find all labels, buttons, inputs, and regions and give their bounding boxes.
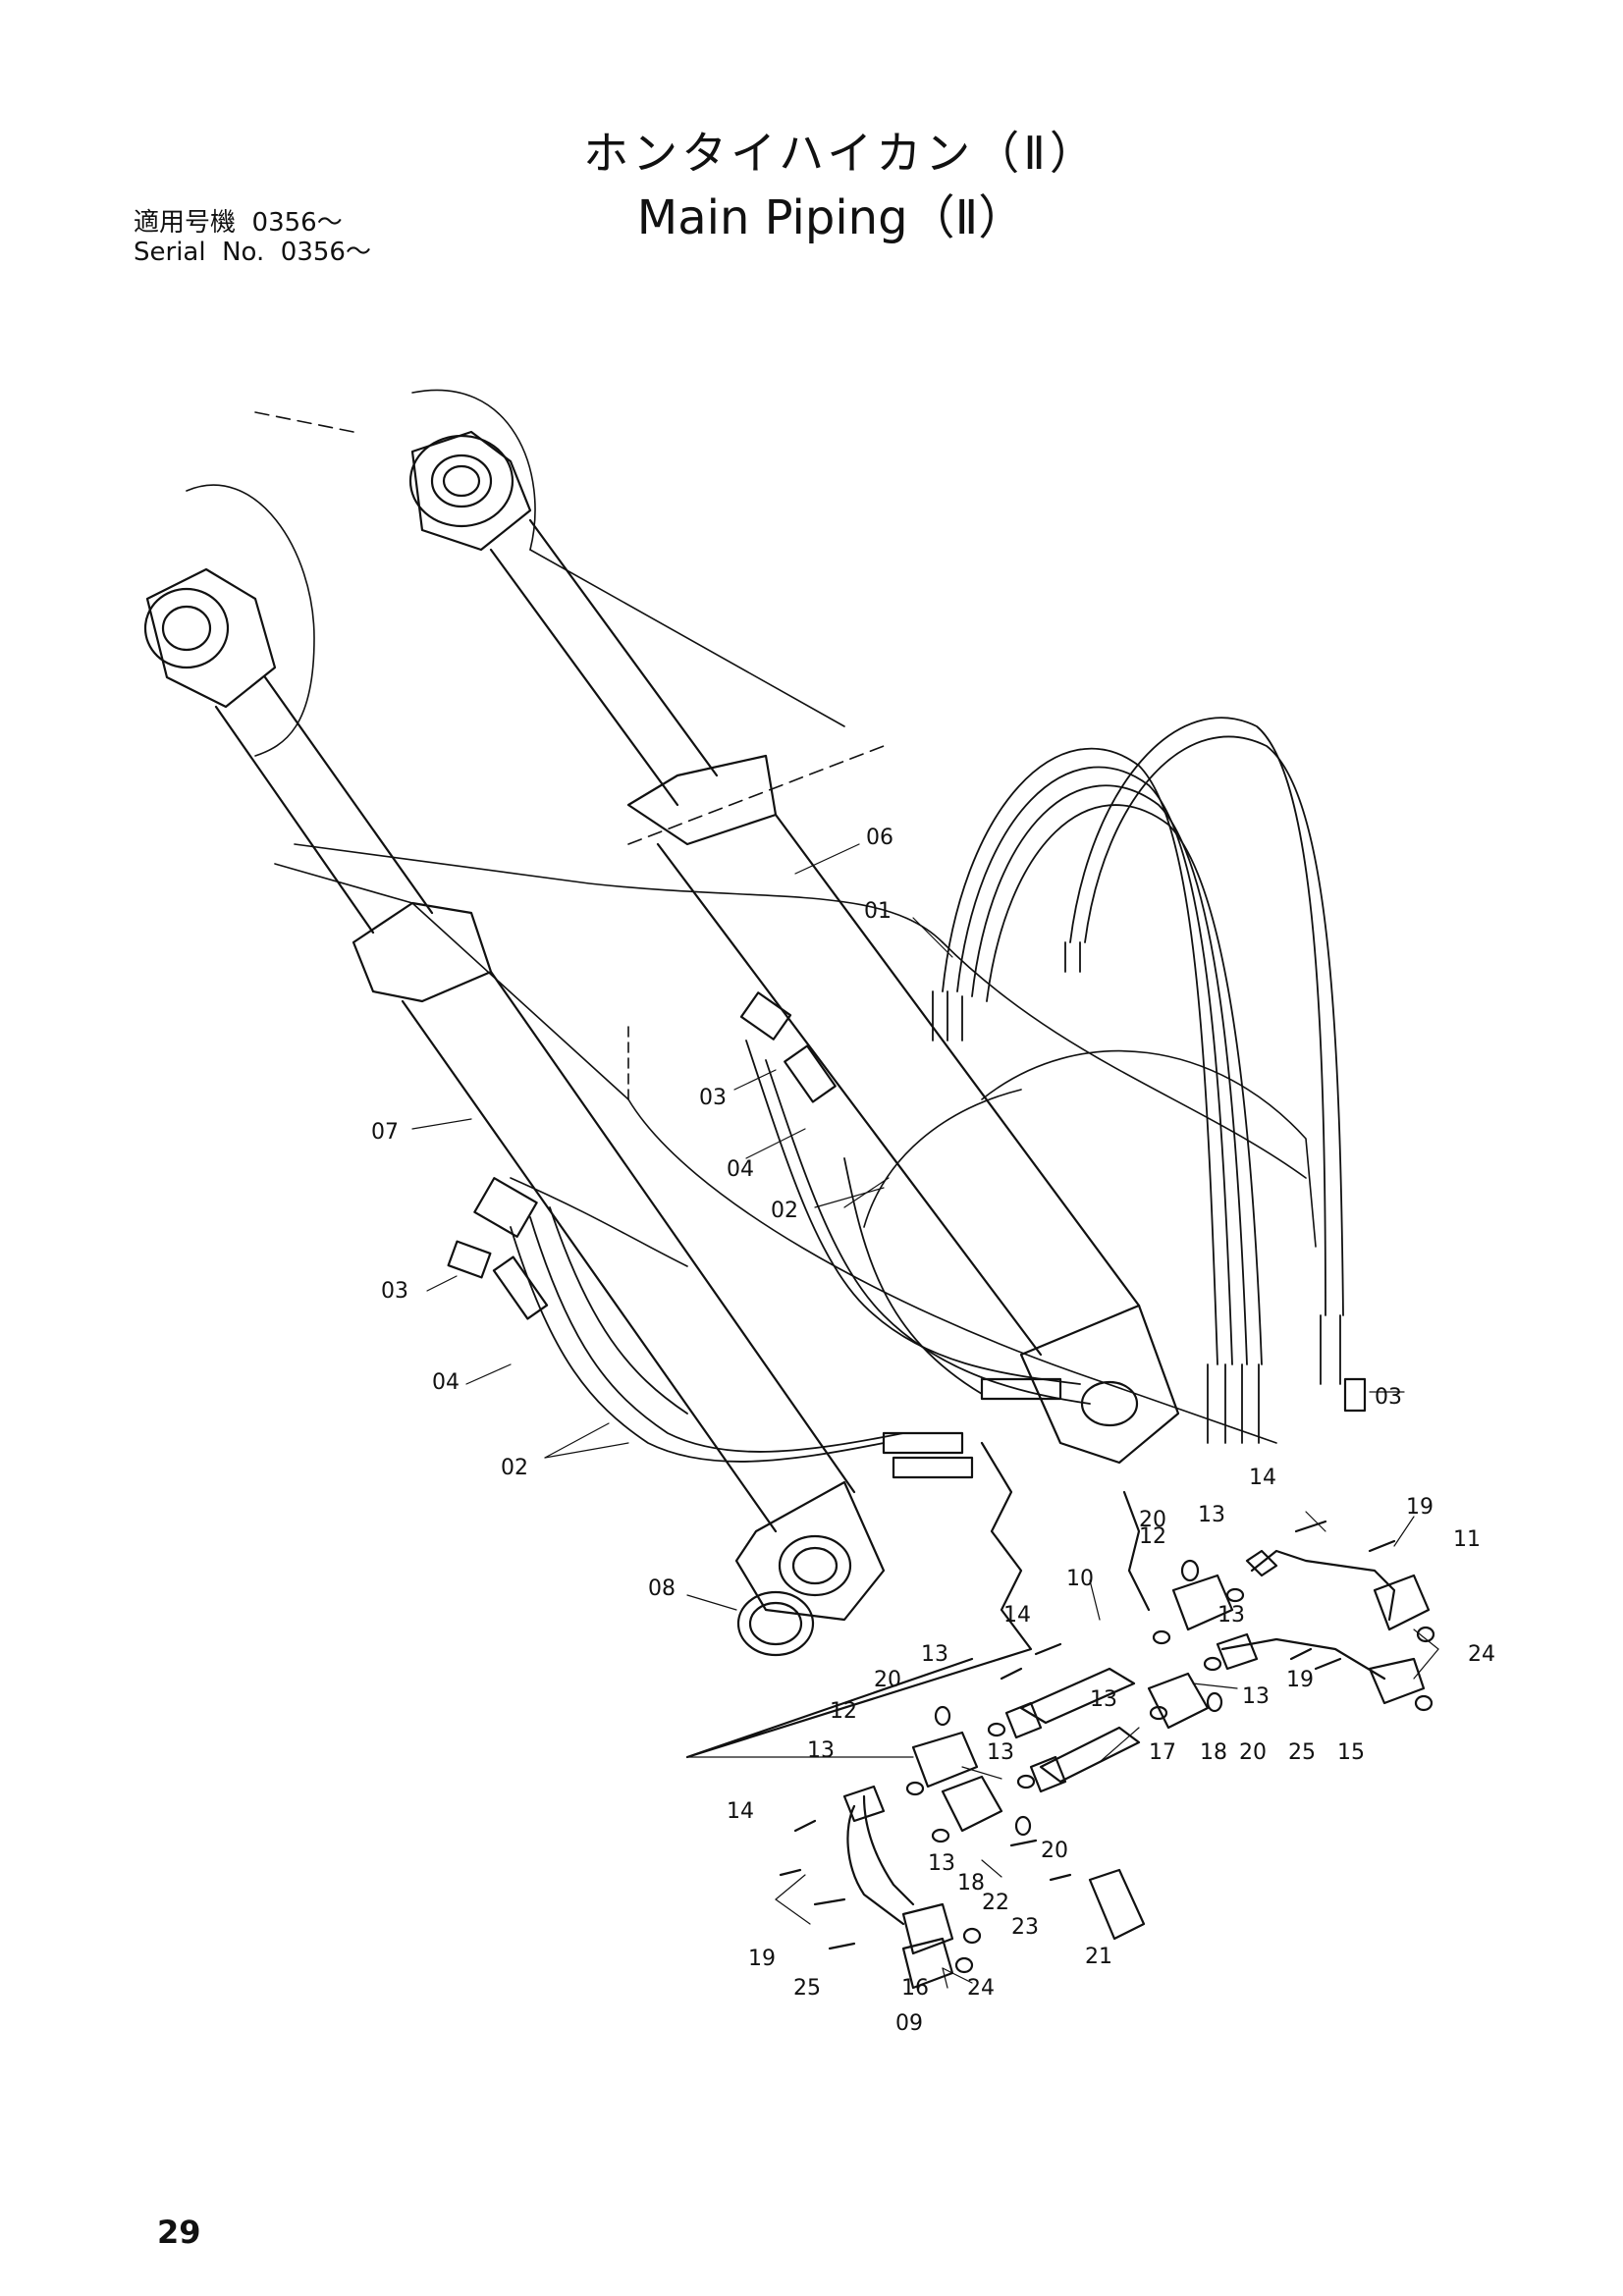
callout-16: 16 (901, 1976, 929, 2001)
callout-19b: 19 (1286, 1668, 1314, 1692)
callout-04b: 04 (432, 1370, 460, 1395)
callout-07: 07 (371, 1120, 399, 1145)
callout-19a: 19 (1406, 1495, 1434, 1520)
page-title-japanese: ホンタイハイカン（Ⅱ） (583, 127, 1099, 180)
cylinder-07 (143, 567, 886, 1622)
callout-14c: 14 (727, 1799, 754, 1824)
callout-20a: 20 (1139, 1508, 1166, 1532)
callout-11: 11 (1453, 1527, 1481, 1552)
page-number: 29 (157, 2214, 201, 2251)
callout-02b: 02 (501, 1456, 528, 1480)
callout-22: 22 (982, 1891, 1009, 1915)
fittings-03-04 (447, 991, 1367, 1479)
callout-20b: 20 (874, 1668, 901, 1692)
boom-outline (186, 389, 1317, 1444)
callout-13g: 13 (987, 1740, 1014, 1765)
callout-19c: 19 (748, 1947, 776, 1971)
callout-labels: 06 01 03 04 02 07 03 04 02 08 03 14 19 1… (371, 826, 1495, 2036)
hoses-01 (932, 717, 1344, 1444)
callout-24a: 24 (1468, 1642, 1495, 1667)
callout-03a: 03 (699, 1086, 727, 1110)
callout-23: 23 (1011, 1915, 1039, 1940)
serial-en-label: Serial No. (134, 238, 265, 267)
callout-06: 06 (866, 826, 893, 850)
page-title-english: Main Piping（Ⅱ） (636, 190, 1026, 245)
ring-08 (736, 1590, 815, 1657)
callout-13e: 13 (1242, 1684, 1270, 1709)
callout-09: 09 (895, 2011, 923, 2036)
callout-14a: 14 (1249, 1466, 1276, 1490)
exploded-parts (685, 1441, 1435, 1990)
callout-13d: 13 (1090, 1687, 1117, 1712)
callout-12a: 12 (1139, 1524, 1166, 1549)
callout-20c: 20 (1239, 1740, 1267, 1765)
callout-14b: 14 (1003, 1603, 1031, 1628)
callout-02a: 02 (771, 1199, 798, 1223)
callout-15: 15 (1337, 1740, 1365, 1765)
serial-row-jp: 適用号機 0356～ (134, 208, 371, 238)
callout-01: 01 (864, 899, 892, 924)
callout-24b: 24 (967, 1976, 995, 2001)
callout-13a: 13 (1198, 1503, 1225, 1527)
callout-13f: 13 (807, 1738, 835, 1763)
callout-10: 10 (1066, 1567, 1094, 1591)
serial-jp-value: 0356～ (251, 208, 343, 238)
callout-08: 08 (648, 1576, 676, 1601)
callout-17: 17 (1149, 1740, 1176, 1765)
callout-13c: 13 (921, 1642, 948, 1667)
leader-lines (411, 843, 1439, 1989)
callout-12b: 12 (830, 1699, 857, 1724)
hoses-02 (510, 1040, 1091, 1463)
callout-03b: 03 (381, 1279, 408, 1304)
serial-en-value: 0356～ (280, 238, 371, 267)
callout-18b: 18 (957, 1871, 985, 1896)
callout-13b: 13 (1217, 1603, 1245, 1628)
callout-04a: 04 (727, 1157, 754, 1182)
callout-25a: 25 (1288, 1740, 1316, 1765)
callout-13h: 13 (928, 1851, 955, 1876)
callout-03c: 03 (1375, 1385, 1402, 1410)
serial-jp-label: 適用号機 (134, 208, 237, 238)
callout-21: 21 (1085, 1945, 1112, 1969)
cylinder-06 (408, 430, 1180, 1465)
callout-18a: 18 (1200, 1740, 1227, 1765)
callout-20d: 20 (1041, 1839, 1068, 1863)
serial-row-en: Serial No. 0356～ (134, 238, 371, 267)
callout-25b: 25 (793, 1976, 821, 2001)
serial-applicability: 適用号機 0356～ Serial No. 0356～ (134, 208, 371, 267)
